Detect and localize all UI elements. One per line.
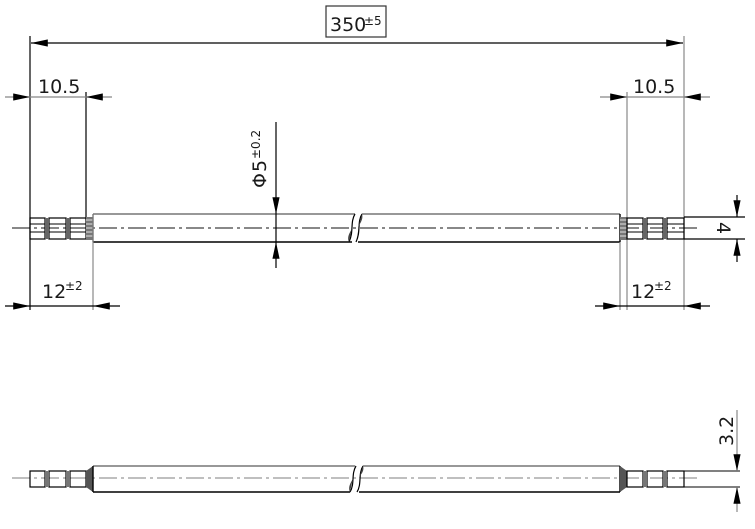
right-terminal xyxy=(620,217,685,240)
terminal-thickness-value: 3.2 xyxy=(716,416,738,446)
diameter-value: 5 xyxy=(249,160,271,172)
side-right-terminal xyxy=(620,466,740,492)
right-terminal-length-tolerance: ±2 xyxy=(654,279,672,293)
left-terminal-length-value: 12 xyxy=(42,281,66,303)
overall-length-dimension: 350 ±5 xyxy=(29,5,685,310)
side-break-symbol xyxy=(349,465,364,493)
top-view-cable xyxy=(12,213,700,243)
overall-length-value: 350 xyxy=(330,14,366,36)
terminal-width-value: 4 xyxy=(712,222,734,234)
diameter-tolerance: ±0.2 xyxy=(249,130,263,159)
terminal-width-dimension: 4 xyxy=(684,195,745,262)
right-strip-value: 10.5 xyxy=(633,76,675,98)
right-terminal-length-dimension: 12 ±2 xyxy=(595,242,710,310)
right-terminal-length-value: 12 xyxy=(631,281,655,303)
diameter-symbol: Φ xyxy=(249,173,271,188)
left-terminal xyxy=(29,217,93,240)
dimension-box xyxy=(325,5,387,38)
left-strip-dimension: 10.5 xyxy=(5,76,112,220)
left-terminal-length-dimension: 12 ±2 xyxy=(5,242,120,310)
break-symbol xyxy=(348,213,363,243)
left-strip-value: 10.5 xyxy=(38,76,80,98)
terminal-thickness-dimension: 3.2 xyxy=(716,410,741,512)
cable-diameter-dimension: Φ 5 ±0.2 xyxy=(249,122,280,268)
side-view-cable xyxy=(12,465,740,493)
right-strip-dimension: 10.5 xyxy=(600,76,710,310)
side-left-terminal xyxy=(29,466,93,492)
left-terminal-length-tolerance: ±2 xyxy=(65,279,83,293)
overall-length-tolerance: ±5 xyxy=(364,14,382,28)
